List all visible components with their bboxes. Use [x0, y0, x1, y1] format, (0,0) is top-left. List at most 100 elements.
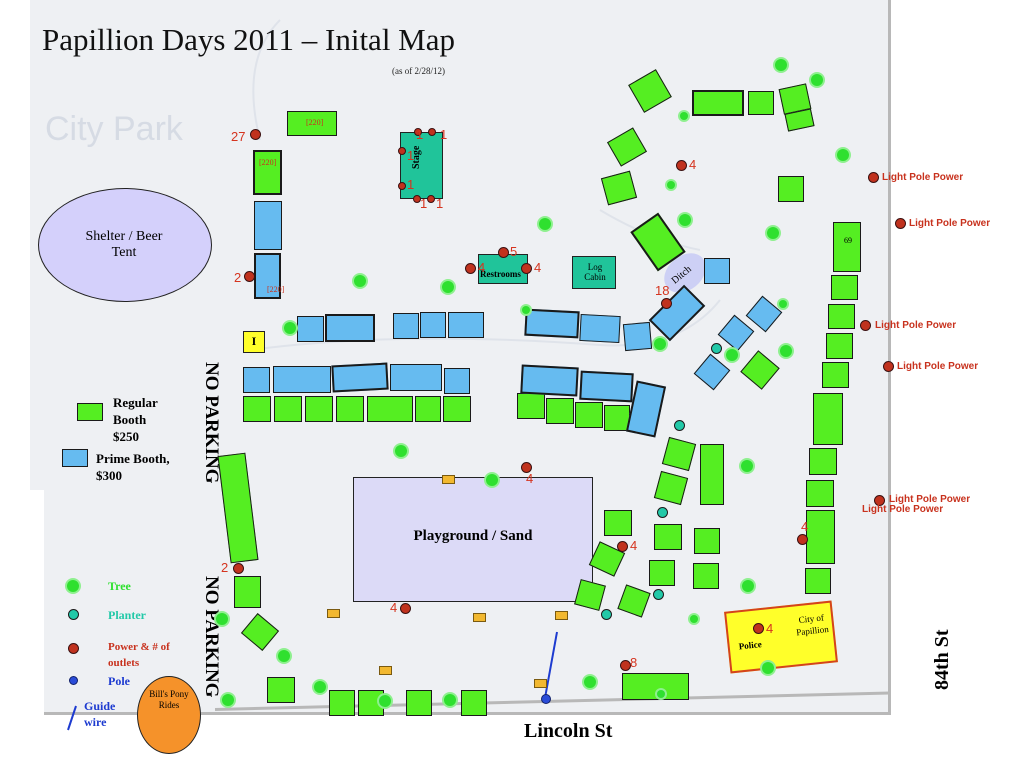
booth[interactable] — [654, 524, 682, 550]
tree-icon — [314, 681, 326, 693]
booth[interactable] — [443, 396, 471, 422]
booth[interactable] — [693, 563, 719, 589]
booth[interactable] — [805, 568, 831, 594]
prime-booth[interactable] — [393, 313, 419, 339]
booth[interactable] — [367, 396, 413, 422]
power-outlet-icon — [620, 660, 631, 671]
booth[interactable] — [692, 90, 744, 116]
prime-booth[interactable] — [420, 312, 446, 338]
outlet-count: 4 — [689, 157, 697, 172]
prime-booth[interactable] — [273, 366, 331, 393]
amber-marker — [327, 609, 340, 618]
light-pole-power: Light Pole Power — [897, 361, 979, 372]
prime-booth[interactable] — [520, 364, 579, 397]
tree-icon — [762, 662, 774, 674]
pony-label: Bill's Pony Rides — [149, 689, 189, 710]
power-outlet-icon — [68, 643, 79, 654]
tree-icon — [442, 281, 454, 293]
tree-icon — [667, 181, 675, 189]
booth[interactable] — [806, 480, 834, 507]
light-pole-power: Light Pole Power — [862, 504, 944, 515]
log-cabin[interactable]: Log Cabin — [572, 256, 616, 289]
prime-booth[interactable] — [297, 316, 324, 342]
prime-booth[interactable] — [448, 312, 484, 338]
booth[interactable] — [826, 333, 853, 359]
playground[interactable]: Playground / Sand — [353, 477, 593, 602]
booth[interactable] — [700, 444, 724, 505]
outlet-count: 1 — [420, 196, 428, 211]
tree-icon — [726, 349, 738, 361]
prime-booth[interactable] — [331, 362, 389, 393]
tree-icon — [278, 650, 290, 662]
prime-booth[interactable] — [254, 201, 282, 250]
booth[interactable] — [604, 405, 630, 431]
booth[interactable] — [546, 398, 574, 424]
booth[interactable] — [748, 91, 774, 115]
amber-marker — [473, 613, 486, 622]
info-booth[interactable]: I — [243, 331, 265, 353]
booth[interactable] — [809, 448, 837, 475]
police-city-booth[interactable]: Police City of Papillion — [724, 600, 838, 674]
tree-icon — [395, 445, 407, 457]
pony-rides[interactable]: Bill's Pony Rides — [137, 676, 201, 754]
booth[interactable] — [243, 396, 271, 422]
legend-planter-label: Planter — [108, 608, 146, 622]
booth[interactable]: [220] — [253, 150, 282, 195]
booth[interactable] — [575, 402, 603, 428]
booth[interactable]: [220] — [287, 111, 337, 136]
booth[interactable]: 69 — [833, 222, 861, 272]
booth[interactable] — [813, 393, 843, 445]
prime-booth[interactable] — [579, 313, 621, 344]
prime-booth[interactable] — [325, 314, 375, 342]
restrooms[interactable]: Restrooms — [478, 254, 528, 284]
booth[interactable] — [274, 396, 302, 422]
booth[interactable] — [329, 690, 355, 716]
prime-booth[interactable]: [220] — [254, 253, 285, 299]
booth[interactable] — [622, 673, 689, 700]
booth[interactable] — [604, 510, 632, 536]
tree-icon — [222, 694, 234, 706]
prime-booth[interactable] — [243, 367, 270, 393]
power-outlet-icon — [521, 462, 532, 473]
amber-marker — [442, 475, 455, 484]
booth[interactable] — [336, 396, 364, 422]
pole-icon — [541, 694, 551, 704]
booth[interactable] — [778, 176, 804, 202]
booth[interactable] — [828, 304, 855, 329]
booth[interactable] — [517, 393, 545, 419]
booth[interactable] — [649, 560, 675, 586]
outlet-count: 4 — [766, 621, 774, 636]
prime-booth[interactable] — [444, 368, 470, 394]
booth[interactable] — [267, 677, 295, 703]
shelter-beer-tent[interactable]: Shelter / Beer Tent — [38, 188, 212, 302]
tree-icon — [216, 613, 228, 625]
booth[interactable] — [406, 690, 432, 716]
power-outlet-icon — [465, 263, 476, 274]
booth[interactable] — [806, 510, 835, 564]
planter-icon — [601, 609, 612, 620]
light-pole-power: Light Pole Power — [889, 494, 971, 505]
booth[interactable] — [234, 576, 261, 608]
prime-booth[interactable] — [390, 364, 442, 391]
prime-booth[interactable] — [622, 321, 653, 352]
tree-icon — [690, 615, 698, 623]
stage[interactable]: Stage — [400, 132, 443, 199]
booth[interactable] — [694, 528, 720, 554]
planter-icon — [653, 589, 664, 600]
prime-booth[interactable] — [524, 308, 580, 339]
prime-booth[interactable] — [579, 370, 634, 403]
shelter-label: Shelter / Beer Tent — [85, 229, 163, 260]
pole-icon — [69, 676, 78, 685]
tree-icon — [742, 580, 754, 592]
outlet-count: 2 — [221, 560, 229, 575]
booth[interactable] — [831, 275, 858, 300]
booth[interactable] — [415, 396, 441, 422]
booth-tag: [220] — [267, 285, 285, 294]
tree-icon — [779, 300, 787, 308]
booth[interactable] — [305, 396, 333, 422]
tree-icon — [539, 218, 551, 230]
prime-booth[interactable] — [704, 258, 730, 284]
lincoln-street: Lincoln St — [524, 720, 613, 742]
booth[interactable] — [822, 362, 849, 388]
booth[interactable] — [461, 690, 487, 716]
